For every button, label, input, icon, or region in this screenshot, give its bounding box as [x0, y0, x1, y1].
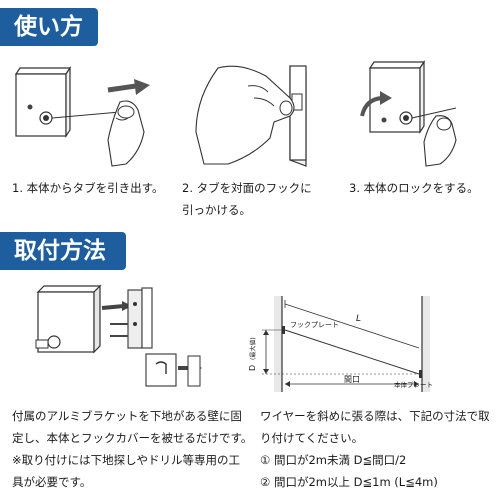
- install-left-text-line-4: 具が必要です。: [12, 475, 92, 489]
- step-1-caption: 1. 本体からタブを引き出す。: [12, 181, 164, 195]
- install-heading: 取付方法: [0, 232, 126, 270]
- install-right-text-line-1: ワイヤーを斜めに張る際は、下記の寸法で取: [260, 409, 490, 423]
- illustration-pull-tab: [14, 66, 150, 167]
- install-left-text-line-3: ※取り付けには下地探しやドリル等専用の工: [12, 453, 241, 467]
- step-3-caption: 3. 本体のロックをする。: [349, 181, 479, 195]
- install-right-text-line-3: ① 間口が2m未満 D≦間口/2: [260, 453, 407, 467]
- illustration-hook-tab: [195, 65, 307, 167]
- step-2-caption: 2. タブを対面のフックに: [182, 181, 312, 195]
- install-right-text-line-2: り付けてください。: [260, 431, 364, 445]
- body-plate-label: 本体プレート: [394, 380, 433, 389]
- frontage-label: 間口: [344, 375, 360, 384]
- wire-dimension-diagram: フックプレート L D (最大値) 間口 本体プレート: [248, 296, 433, 392]
- d-label: D: [248, 365, 257, 371]
- hook-plate-label: フックプレート: [290, 321, 339, 329]
- install-left-text-line-1: 付属のアルミブラケットを下地がある壁に固: [12, 409, 242, 423]
- step-2-caption-cont: 引っかける。: [182, 203, 251, 217]
- illustration-lock: [360, 60, 457, 167]
- illustration-bracket-mount: [35, 284, 202, 387]
- d-max-label: (最大値): [249, 337, 257, 360]
- install-left-text-line-2: 定し、本体とフックカバーを被せるだけです。: [12, 431, 253, 445]
- l-label: L: [356, 314, 361, 324]
- install-right-text-line-4: ② 間口が2m以上 D≦1m (L≦4m): [260, 475, 438, 489]
- usage-heading: 使い方: [0, 8, 98, 46]
